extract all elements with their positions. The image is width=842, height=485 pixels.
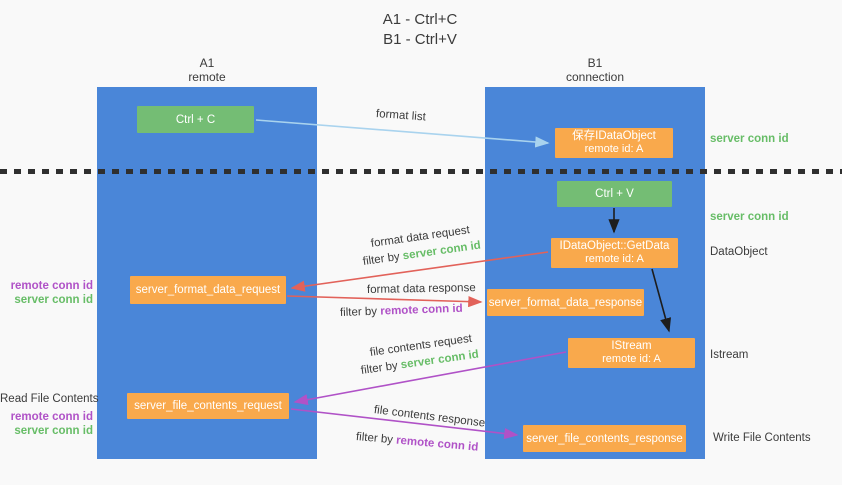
server-conn-id-label: server conn id (14, 425, 93, 437)
node-idataobject-getdata: IDataObject::GetData remote id: A (551, 238, 678, 268)
side-label-server-conn-id-top: server conn id (710, 133, 789, 145)
lane-a1-subtitle: remote (188, 70, 226, 84)
node-getdata-line2: remote id: A (585, 253, 644, 265)
side-label-read-file-contents: Read File Contents (0, 393, 99, 405)
title-line-1: A1 - Ctrl+C (382, 11, 458, 28)
remote-conn-id-text: remote conn id (380, 302, 463, 318)
filter-by-text: filter by (339, 305, 381, 319)
lane-header-a1: A1 remote (147, 56, 267, 84)
node-save-idataobject: 保存IDataObject remote id: A (555, 128, 673, 158)
node-server-file-contents-request: server_file_contents_request (127, 393, 289, 419)
label-filter-by-remote-conn-id-format: filter by remote conn id (340, 303, 463, 319)
dotted-separator-line (0, 169, 842, 174)
lane-b1-subtitle: connection (565, 70, 625, 84)
node-server-format-data-response: server_format_data_response (487, 289, 644, 316)
node-istream-line2: remote id: A (602, 353, 661, 365)
node-getdata-line1: IDataObject::GetData (559, 240, 670, 252)
side-label-istream: Istream (710, 349, 749, 361)
filter-by-text: filter by (355, 431, 397, 447)
lane-b1-name: B1 (587, 56, 603, 70)
label-file-contents-response: file contents response (373, 404, 486, 430)
lane-a1-name: A1 (199, 56, 215, 70)
lane-header-b1: B1 connection (535, 56, 655, 84)
filter-by-text: filter by (362, 250, 404, 268)
server-conn-id-label: server conn id (14, 294, 93, 306)
node-istream: IStream remote id: A (568, 338, 695, 368)
side-label-left-conn-ids-file: remote conn id server conn id (0, 410, 93, 438)
remote-conn-id-label: remote conn id (10, 280, 93, 292)
side-label-server-conn-id-mid: server conn id (710, 211, 789, 223)
side-label-left-conn-ids-format: remote conn id server conn id (0, 279, 93, 307)
node-ctrl-v: Ctrl + V (557, 181, 672, 207)
remote-conn-id-label: remote conn id (10, 411, 93, 423)
side-label-dataobject: DataObject (710, 246, 768, 258)
node-server-format-data-request: server_format_data_request (130, 276, 286, 304)
side-label-write-file-contents: Write File Contents (713, 432, 811, 444)
diagram-title: A1 - Ctrl+C B1 - Ctrl+V (300, 10, 540, 50)
node-server-file-contents-response: server_file_contents_response (523, 425, 686, 452)
label-format-data-response: format data response (366, 282, 476, 296)
remote-conn-id-text: remote conn id (395, 434, 479, 454)
node-save-idataobject-line1: 保存IDataObject (572, 130, 656, 142)
filter-by-text: filter by (360, 359, 402, 377)
title-line-2: B1 - Ctrl+V (383, 31, 457, 48)
label-filter-by-remote-conn-id-file: filter by remote conn id (355, 431, 478, 454)
node-ctrl-c: Ctrl + C (137, 106, 254, 133)
node-save-idataobject-line2: remote id: A (584, 143, 644, 155)
label-format-list: format list (375, 108, 427, 124)
node-istream-line1: IStream (611, 340, 652, 352)
